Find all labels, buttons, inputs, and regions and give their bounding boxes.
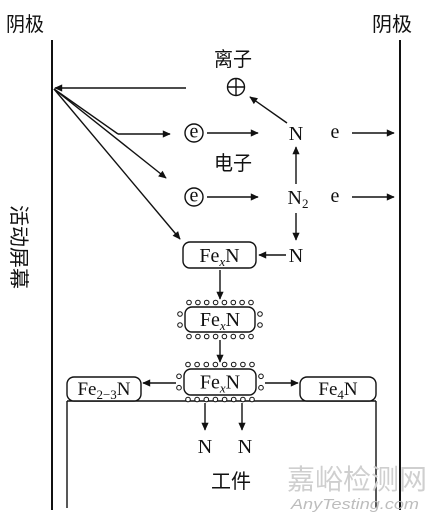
arrow-screen-to-electron-row2 — [53, 88, 167, 179]
ion-label: 离子 — [214, 47, 252, 71]
cathode-left-label: 阴极 — [6, 12, 44, 36]
adsorbed-particle-dot — [186, 299, 192, 306]
nitride-formed-label: FexN — [199, 245, 239, 269]
adsorbed-particle-dot — [185, 396, 191, 403]
adsorbed-particle-dot — [249, 396, 255, 403]
free-electron-row1: e — [331, 121, 340, 143]
adsorbed-particle-dot — [230, 299, 237, 306]
nitride-box-formed — [182, 241, 257, 269]
adsorbed-particle-dot — [221, 299, 228, 306]
nitride-right-label: Fe4N — [318, 379, 358, 402]
adsorbed-particle-dot — [248, 333, 254, 340]
electron-symbol-row1: e — [184, 121, 204, 143]
adsorbed-particle-dot — [240, 396, 246, 403]
nitride-left-tail: N — [117, 379, 131, 400]
electron-symbol-row2: e — [184, 185, 204, 207]
adsorbed-particle-dot — [203, 299, 210, 306]
adsorbed-particle-dot — [258, 373, 264, 380]
electron-letter-row2: e — [190, 185, 199, 207]
nitrogen-atom-row1: N — [289, 123, 303, 145]
nitride-box-adsorbed — [184, 306, 256, 333]
adsorbed-particle-dot — [221, 396, 228, 403]
nitride-adsorbed-base: Fe — [200, 309, 220, 331]
adsorbed-particle-dot — [239, 299, 245, 306]
adsorbed-particle-dot — [195, 333, 201, 340]
adsorbed-particle-dot — [258, 384, 264, 391]
adsorbed-particle-dot — [212, 333, 219, 340]
nitride-formed-base: Fe — [199, 245, 219, 267]
nitride-surface-subscript: x — [219, 381, 226, 396]
adsorbed-particle-dot — [177, 311, 183, 317]
dissociated-nitrogen-atom: N — [289, 245, 303, 267]
watermark-url: AnyTesting.com — [290, 496, 419, 513]
diffusing-nitrogen-2: N — [238, 436, 252, 458]
adsorbed-particle-dot — [230, 396, 237, 403]
adsorbed-particle-ring — [176, 361, 264, 403]
adsorbed-particle-dot — [239, 333, 245, 340]
nitride-adsorbed-tail: N — [226, 309, 240, 331]
nitride-formed-tail: N — [225, 245, 239, 267]
free-electron-row2: e — [331, 185, 340, 207]
adsorbed-particle-dot — [186, 333, 192, 340]
adsorbed-particle-dot — [257, 311, 263, 317]
nitride-right-base: Fe — [318, 379, 337, 400]
nitride-adsorbed-subscript: x — [219, 318, 226, 333]
electron-letter-row1: e — [190, 121, 199, 143]
adsorbed-particle-dot — [212, 361, 219, 368]
nitrogen-molecule-subscript: 2 — [302, 196, 309, 211]
adsorbed-particle-dot — [177, 322, 183, 328]
diffusing-nitrogen-1: N — [198, 436, 212, 458]
adsorbed-particle-dot — [194, 361, 200, 368]
nitride-left-base: Fe — [77, 379, 96, 400]
active-screen-label: 活动屏幕 — [7, 205, 31, 289]
adsorbed-particle-dot — [194, 396, 200, 403]
watermark-name: 嘉峪检测网 — [287, 463, 427, 496]
nitrogen-molecule-base: N — [288, 187, 302, 209]
adsorbed-particle-dot — [203, 396, 210, 403]
adsorbed-particle-dot — [221, 361, 228, 368]
nitride-box-left — [66, 376, 142, 402]
adsorbed-particle-dot — [249, 361, 255, 368]
nitride-surface-tail: N — [226, 372, 240, 394]
arrow-nitrogen-to-ion — [249, 96, 288, 124]
adsorbed-particle-dot — [240, 361, 246, 368]
electron-circle-row2 — [184, 187, 204, 207]
adsorbed-particle-dot — [248, 299, 254, 306]
nitride-left-label: Fe2−3N — [77, 379, 130, 402]
adsorbed-particle-dot — [221, 333, 228, 340]
nitride-surface-label: FexN — [200, 372, 240, 396]
adsorbed-particle-dot — [203, 361, 210, 368]
adsorbed-particle-dot — [203, 333, 210, 340]
nitride-left-subscript: 2−3 — [96, 387, 116, 402]
adsorbed-particle-ring — [177, 299, 263, 340]
adsorbed-particle-dot — [230, 333, 237, 340]
nitride-surface-base: Fe — [200, 372, 220, 394]
nitride-box-surface — [183, 368, 257, 396]
adsorbed-particle-dot — [195, 299, 201, 306]
adsorbed-particle-dot — [176, 384, 182, 391]
nitride-right-subscript: 4 — [337, 387, 344, 402]
electron-label: 电子 — [214, 151, 252, 175]
positive-ion-icon — [226, 77, 246, 97]
adsorbed-particle-dot — [212, 299, 219, 306]
arrow-screen-to-nitride — [53, 88, 181, 240]
nitride-formed-subscript: x — [218, 254, 225, 269]
adsorbed-particle-dot — [257, 322, 263, 328]
cathode-right-label: 阴极 — [372, 12, 412, 36]
adsorbed-particle-dot — [230, 361, 237, 368]
adsorbed-particle-dot — [176, 373, 182, 380]
adsorbed-particle-dot — [212, 396, 219, 403]
nitride-box-right — [299, 376, 377, 402]
workpiece-label: 工件 — [211, 469, 251, 493]
screen-emission-segment — [53, 88, 119, 135]
electron-circle-row1 — [184, 123, 204, 143]
nitrogen-molecule-label: N2 — [288, 187, 309, 211]
nitride-adsorbed-label: FexN — [200, 309, 240, 333]
adsorbed-particle-dot — [185, 361, 191, 368]
nitride-right-tail: N — [344, 379, 358, 400]
